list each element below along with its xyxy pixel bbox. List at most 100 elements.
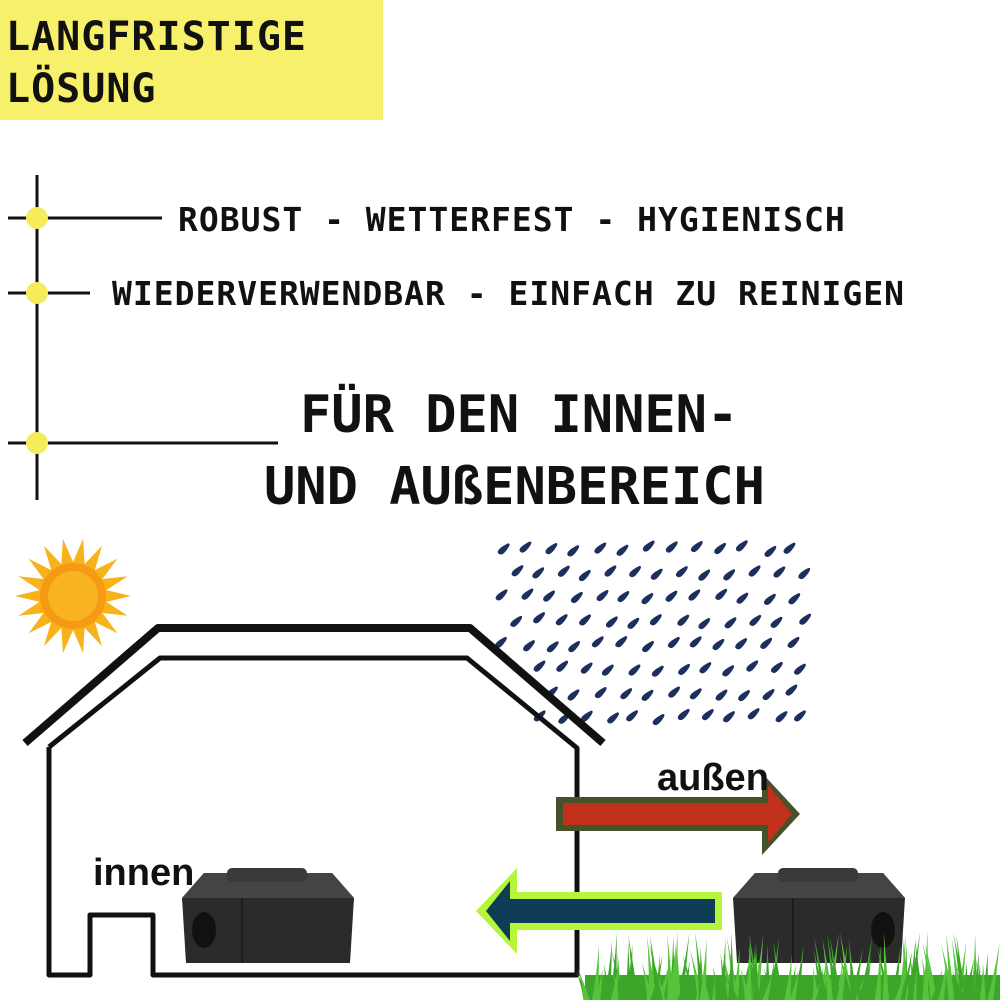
- rain-drop: [773, 566, 786, 578]
- grass-blade: [657, 956, 672, 1000]
- rain-icon: [494, 540, 812, 726]
- grass-blade: [594, 968, 603, 1000]
- grass-blade: [625, 943, 633, 1000]
- rain-drop: [736, 592, 749, 604]
- rain-drop: [715, 588, 728, 600]
- grass-blade: [941, 943, 955, 1000]
- grass-blade: [676, 933, 690, 1000]
- label-outside: außen: [657, 757, 769, 799]
- grass-blade: [604, 964, 611, 1000]
- rain-drop: [607, 712, 619, 724]
- grass-blade: [641, 962, 653, 1000]
- headline-line-1: FÜR DEN INNEN-: [300, 385, 739, 445]
- rain-drop: [532, 567, 545, 579]
- rain-drop: [523, 640, 535, 652]
- rain-drop: [557, 565, 570, 577]
- grass-blade: [732, 946, 740, 1000]
- rain-drop: [699, 662, 712, 674]
- grass-blade: [822, 938, 834, 1000]
- rain-drop: [629, 565, 641, 578]
- rain-drop: [494, 636, 507, 649]
- rain-drop: [545, 543, 558, 555]
- rain-drop: [521, 588, 534, 600]
- grass-blade: [938, 959, 947, 1000]
- grass-blade: [922, 957, 930, 1000]
- rain-drop: [615, 636, 628, 648]
- rain-drop: [519, 541, 532, 553]
- rain-drop: [785, 684, 798, 696]
- grass-blade: [592, 944, 599, 1000]
- title-badge: LANGFRISTIGE LÖSUNG: [0, 0, 383, 120]
- rain-drop: [533, 660, 546, 672]
- grass-blade: [953, 973, 960, 1000]
- grass-blade: [699, 938, 707, 1000]
- grass-blade: [610, 960, 619, 1000]
- grass-blade: [909, 955, 918, 1000]
- feature-line-2: WIEDERVERWENDBAR - EINFACH ZU REINIGEN: [112, 274, 905, 313]
- grass-blade: [676, 968, 690, 1000]
- rain-drop: [596, 589, 609, 602]
- rain-drop: [533, 612, 546, 624]
- rain-drop: [555, 614, 568, 626]
- rain-drop: [641, 689, 654, 701]
- arrow-left-icon: [476, 868, 722, 954]
- bait-box-icon: [182, 868, 354, 963]
- badge-line-1: LANGFRISTIGE: [6, 14, 307, 60]
- rain-drop: [787, 636, 800, 648]
- rain-drop: [770, 616, 783, 628]
- rain-drop: [698, 617, 711, 630]
- rain-drop: [616, 544, 629, 556]
- rain-drop: [793, 663, 806, 675]
- grass-blade: [981, 952, 988, 1000]
- rain-drop: [735, 638, 748, 650]
- rain-drop: [722, 665, 735, 677]
- rain-drop: [665, 590, 678, 602]
- rain-drop: [617, 590, 630, 603]
- rain-drop: [746, 660, 759, 672]
- rain-drop: [788, 593, 801, 605]
- rain-drop: [783, 542, 796, 554]
- grass-blade: [789, 969, 799, 1000]
- bait-box-icon: [733, 868, 905, 963]
- rain-drop: [497, 543, 510, 555]
- rain-drop: [775, 711, 788, 723]
- grass-blade: [839, 953, 853, 1000]
- rain-drop: [760, 637, 773, 649]
- grass-blade: [849, 947, 864, 1000]
- rain-drop: [712, 638, 725, 651]
- label-inside: innen: [93, 852, 194, 894]
- grass-blade: [961, 957, 975, 1000]
- grass-blade: [649, 944, 663, 1000]
- rain-drop: [651, 665, 664, 677]
- rain-drop: [690, 540, 703, 553]
- grass-blade: [762, 971, 773, 1000]
- rain-drop: [620, 688, 633, 700]
- rain-drop: [642, 640, 654, 653]
- rain-drop: [652, 713, 665, 726]
- grass-blade: [815, 967, 824, 1000]
- grass-blade: [577, 968, 590, 1000]
- rain-drop: [594, 686, 607, 699]
- rain-drop: [723, 569, 736, 581]
- rain-drop: [627, 617, 640, 629]
- rain-drop: [628, 664, 641, 676]
- rain-drop: [678, 663, 690, 675]
- rain-drop: [580, 662, 593, 674]
- rain-drop: [799, 613, 812, 625]
- timeline-dot-1: [26, 207, 48, 229]
- grass-blade: [840, 932, 853, 1000]
- grass-blade: [670, 930, 678, 1000]
- rain-drop: [543, 590, 555, 602]
- grass-blade: [899, 950, 913, 1000]
- grass-blade: [748, 932, 761, 1000]
- grass-blade: [965, 958, 978, 1000]
- rain-drop: [668, 686, 681, 698]
- rain-drop: [642, 540, 655, 552]
- grass-blade: [720, 953, 728, 1000]
- grass-icon: [576, 930, 1000, 1000]
- rain-drop: [770, 661, 783, 673]
- grass-blade: [931, 969, 943, 1000]
- grass-blade: [773, 940, 784, 1000]
- rain-drop: [698, 569, 711, 581]
- grass-blade: [906, 931, 921, 1000]
